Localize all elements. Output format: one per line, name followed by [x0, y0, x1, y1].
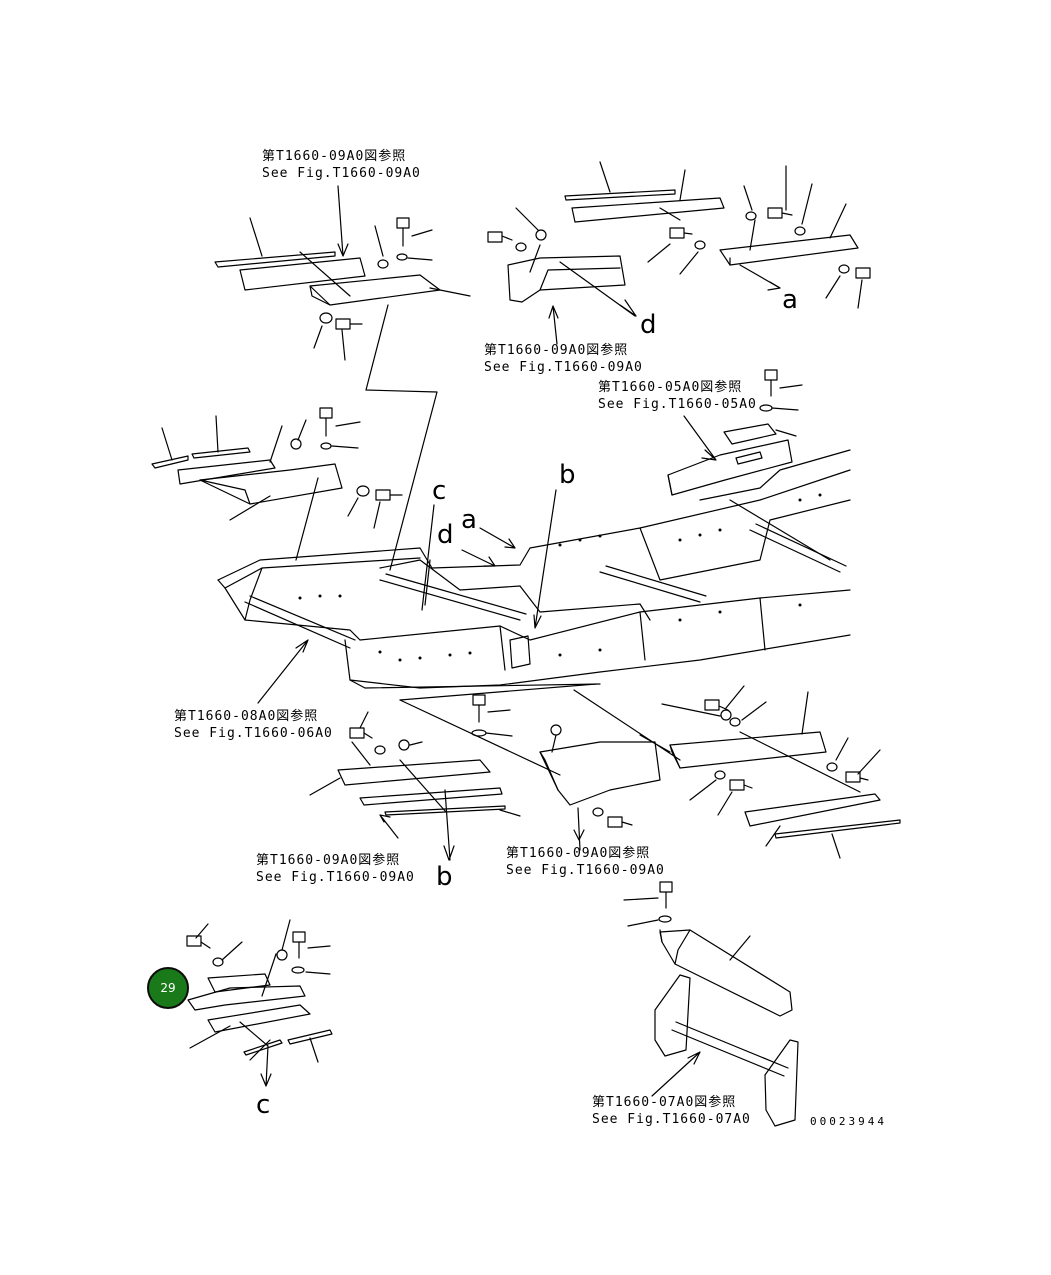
reference-jp: 第T1660-09A0図参照: [506, 846, 651, 861]
reference-jp: 第T1660-09A0図参照: [262, 149, 407, 164]
reference-note-bottom-right: 第T1660-07A0図参照 See Fig.T1660-07A0: [592, 1094, 751, 1128]
reference-jp: 第T1660-07A0図参照: [592, 1095, 737, 1110]
reference-jp: 第T1660-09A0図参照: [484, 343, 629, 358]
marker-d-mid: d: [437, 520, 454, 550]
reference-arrows: [257, 185, 701, 1097]
part-callout-badge[interactable]: 29: [147, 967, 189, 1009]
top-mid-cover-group: [487, 161, 871, 317]
main-frame: [217, 449, 851, 689]
drawing-number: 00023944: [810, 1115, 887, 1128]
right-upper-plate-group: [667, 369, 831, 561]
reference-jp: 第T1660-09A0図参照: [256, 853, 401, 868]
marker-a-top: a: [782, 285, 798, 315]
left-mid-cover-group: [151, 407, 403, 561]
bottom-left-cover-group: [186, 919, 333, 1087]
reference-en: See Fig.T1660-05A0: [598, 397, 757, 412]
reference-jp: 第T1660-05A0図参照: [598, 380, 743, 395]
reference-en: See Fig.T1660-07A0: [592, 1112, 751, 1127]
marker-d-top: d: [640, 310, 657, 340]
marker-b-bottom: b: [436, 862, 453, 892]
top-left-leader: [365, 304, 438, 571]
reference-en: See Fig.T1660-06A0: [174, 726, 333, 741]
marker-c-bottom: c: [256, 1090, 271, 1120]
reference-en: See Fig.T1660-09A0: [262, 166, 421, 181]
reference-en: See Fig.T1660-09A0: [484, 360, 643, 375]
lower-mid-cover-group: [309, 683, 681, 861]
reference-note-top-mid: 第T1660-09A0図参照 See Fig.T1660-09A0: [484, 342, 643, 376]
reference-note-bottom-left: 第T1660-09A0図参照 See Fig.T1660-09A0: [256, 852, 415, 886]
reference-en: See Fig.T1660-09A0: [256, 870, 415, 885]
reference-note-left-mid: 第T1660-08A0図参照 See Fig.T1660-06A0: [174, 708, 333, 742]
marker-c-mid: c: [432, 476, 447, 506]
reference-note-right-upper: 第T1660-05A0図参照 See Fig.T1660-05A0: [598, 379, 757, 413]
reference-note-bottom-mid: 第T1660-09A0図参照 See Fig.T1660-09A0: [506, 845, 665, 879]
lower-right-cover-group: [639, 685, 901, 859]
reference-note-top-left: 第T1660-09A0図参照 See Fig.T1660-09A0: [262, 148, 421, 182]
marker-a-mid: a: [461, 505, 477, 535]
marker-b-mid: b: [559, 460, 576, 490]
top-left-cover-group: [214, 217, 471, 361]
bottom-right-bracket-group: [623, 881, 799, 1127]
reference-jp: 第T1660-08A0図参照: [174, 709, 319, 724]
reference-en: See Fig.T1660-09A0: [506, 863, 665, 878]
